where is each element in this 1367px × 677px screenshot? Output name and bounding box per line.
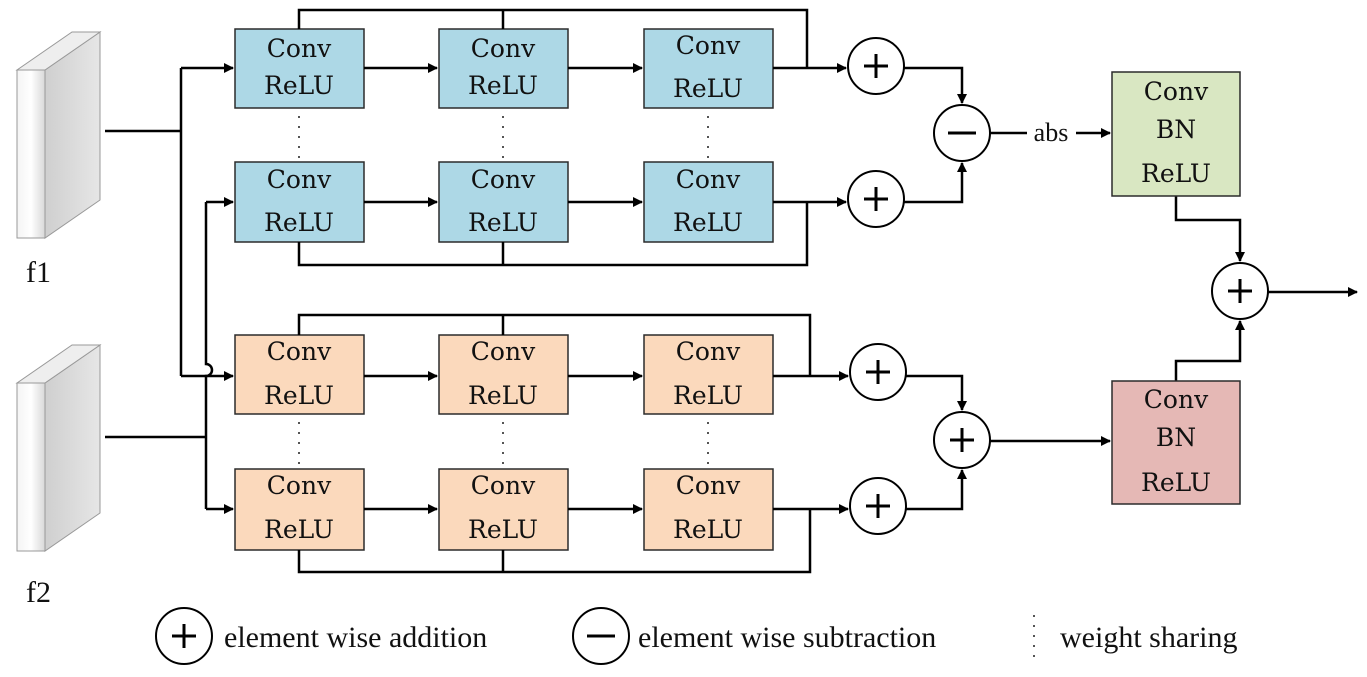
block-label-relu: ReLU [673,208,743,237]
conv-relu-block: Conv ReLU [643,468,774,551]
block-label-relu: ReLU [468,381,538,410]
branch-row-2: Conv ReLU Conv ReLU Conv ReLU [234,161,774,243]
conv-relu-block: Conv ReLU [643,161,774,243]
conv-relu-block: Conv ReLU [438,334,569,415]
abs-label: abs [1034,118,1069,147]
branch-row-1: Conv ReLU Conv ReLU Conv ReLU [234,28,774,109]
arrow-icon [904,162,967,204]
block-label-bn: BN [1156,115,1196,144]
block-label-relu: ReLU [673,74,743,103]
skip-connection [297,313,812,376]
legend-addition: element wise addition [224,621,487,654]
input-wiring [105,63,234,514]
plus-circle-icon [1211,262,1269,320]
input-label-f1: f1 [26,256,51,289]
block-label-relu: ReLU [468,515,538,544]
block-label-conv: Conv [267,34,332,63]
legend: element wise addition element wise subtr… [155,607,1237,665]
wire-crossover [204,202,214,509]
block-label-relu: ReLU [264,515,334,544]
plus-circle-icon [155,607,213,665]
feature-map-front [16,382,46,552]
plus-circle-icon [847,170,905,228]
block-label-relu: ReLU [264,208,334,237]
plus-circle-icon [849,477,907,535]
arrow-icon [906,374,967,411]
block-label-conv: Conv [267,165,332,194]
minus-circle-icon [933,104,991,162]
block-label-relu: ReLU [1141,159,1211,188]
block-label-conv: Conv [1144,385,1209,414]
conv-relu-block: Conv ReLU [234,468,365,551]
block-label-conv: Conv [267,337,332,366]
sum-fusion-block: Conv BN ReLU [1111,380,1241,505]
block-label-relu: ReLU [1141,468,1211,497]
legend-subtraction: element wise subtraction [638,621,936,654]
skip-connection [297,509,812,574]
input-label-f2: f2 [26,576,51,609]
legend-sharing: weight sharing [1060,621,1237,654]
skip-connections [297,8,812,574]
block-label-bn: BN [1156,423,1196,452]
arrow-icon [904,66,967,104]
difference-fusion-block: Conv BN ReLU [1111,71,1241,197]
block-label-relu: ReLU [264,71,334,100]
block-label-conv: Conv [471,34,536,63]
block-label-conv: Conv [267,471,332,500]
block-label-conv: Conv [471,337,536,366]
block-label-relu: ReLU [468,71,538,100]
block-label-conv: Conv [676,31,741,60]
skip-connection [297,202,809,267]
branch-row-3: Conv ReLU Conv ReLU Conv ReLU [234,334,774,415]
conv-relu-block: Conv ReLU [438,28,569,109]
branch-forward-arrows [364,63,849,514]
block-label-conv: Conv [1144,77,1209,106]
block-label-conv: Conv [471,165,536,194]
plus-circle-icon [849,343,907,401]
conv-relu-block: Conv ReLU [643,28,774,109]
conv-relu-block: Conv ReLU [234,28,365,109]
merge-wiring [904,66,1358,511]
skip-connection [297,8,809,68]
conv-relu-block: Conv ReLU [234,161,365,243]
feature-map-front [16,69,46,239]
feature-map-f1 [15,31,102,239]
block-label-relu: ReLU [468,208,538,237]
block-label-conv: Conv [471,471,536,500]
block-label-conv: Conv [676,165,741,194]
weight-sharing-dots [298,116,709,467]
branch-row-4: Conv ReLU Conv ReLU Conv ReLU [234,468,774,551]
block-label-relu: ReLU [673,515,743,544]
block-label-conv: Conv [676,337,741,366]
conv-relu-block: Conv ReLU [438,161,569,243]
feature-map-f2 [15,344,102,552]
arrow-icon [1174,196,1245,262]
minus-circle-icon [572,607,630,665]
arrow-icon [1174,320,1245,381]
conv-relu-block: Conv ReLU [234,334,365,415]
conv-relu-block: Conv ReLU [438,468,569,551]
block-label-relu: ReLU [673,381,743,410]
plus-circle-icon [847,37,905,95]
block-label-relu: ReLU [264,381,334,410]
block-label-conv: Conv [676,471,741,500]
conv-relu-block: Conv ReLU [643,334,774,415]
arrow-icon [906,469,967,511]
plus-circle-icon [933,411,991,469]
